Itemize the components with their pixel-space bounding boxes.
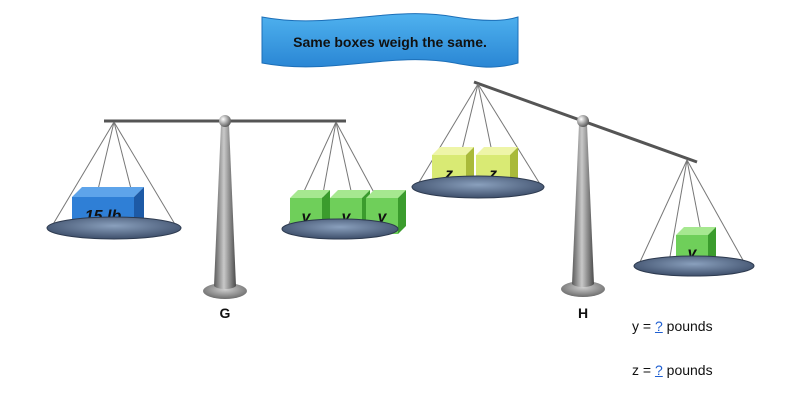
scale-g-right-pan <box>281 218 399 240</box>
question-var: z <box>632 362 639 378</box>
banner-text: Same boxes weigh the same. <box>293 34 487 50</box>
box-y-label: y <box>687 245 698 262</box>
question-unit: pounds <box>662 318 713 334</box>
scale-h: z z y H <box>411 80 755 321</box>
box-y-label: y <box>341 209 352 226</box>
scale-g-pole <box>214 124 236 289</box>
box-y-label: y <box>301 209 312 226</box>
banner: Same boxes weigh the same. <box>261 13 519 68</box>
question-z: z = ? pounds <box>632 362 713 378</box>
scale-g: 15 lb y y y G <box>46 115 406 321</box>
question-eq: = <box>639 318 655 334</box>
scale-h-pivot <box>577 115 589 127</box>
question-eq: = <box>639 362 655 378</box>
scale-h-right-pan <box>633 255 755 277</box>
question-y: y = ? pounds <box>632 318 713 334</box>
answer-y-blank[interactable]: ? <box>654 318 663 334</box>
question-unit: pounds <box>662 362 713 378</box>
scale-h-left-pan <box>411 175 545 199</box>
scale-g-pivot <box>219 115 231 127</box>
question-var: y <box>632 318 639 334</box>
scale-g-label: G <box>220 305 231 321</box>
scale-h-label: H <box>578 305 588 321</box>
scale-g-left-pan <box>46 216 182 240</box>
box-y-label: y <box>377 209 388 226</box>
scale-g-base <box>203 283 247 299</box>
answer-z-blank[interactable]: ? <box>654 362 663 378</box>
scale-h-base <box>561 281 605 297</box>
box-z-label: z <box>444 166 453 183</box>
box-z-label: z <box>488 166 497 183</box>
scale-h-right-strings <box>639 159 745 269</box>
scale-h-pole <box>572 124 594 287</box>
